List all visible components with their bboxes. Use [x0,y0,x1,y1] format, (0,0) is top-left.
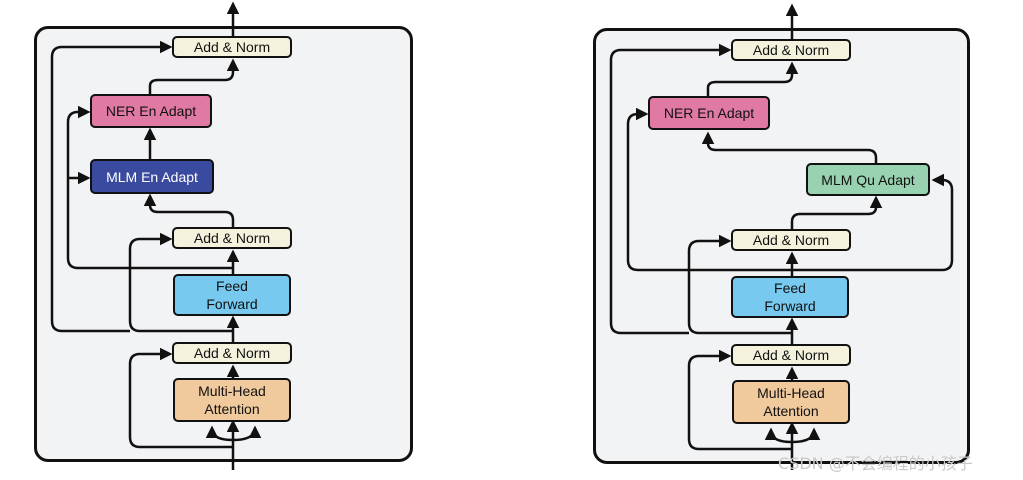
left-outer-residual [50,40,173,333]
right-ner-adapter-label: NER En Adapt [663,105,755,121]
right-norm-to-mlm [790,195,883,229]
left-multi-head-attention: Multi-Head Attention [173,378,291,422]
right-adapter-skip [792,173,954,272]
left-add-norm-bottom-label: Add & Norm [193,345,271,361]
left-norm-to-mlm [143,193,235,227]
right-ner-to-norm [706,61,799,96]
left-ner-to-norm [148,58,240,94]
left-adapter-skip [66,105,233,270]
right-feed-forward-label: Feed Forward [764,280,816,314]
right-feed-forward: Feed Forward [731,276,849,318]
right-residual-attention [687,349,792,451]
right-outer-residual [609,43,732,335]
right-adapter-skip-left [626,107,792,272]
left-add-norm-mid-label: Add & Norm [193,230,271,246]
left-input-branch-right [232,425,262,442]
right-add-norm-top-label: Add & Norm [752,42,830,58]
left-mlm-adapter-label: MLM En Adapt [106,168,198,185]
right-multi-head-attention: Multi-Head Attention [732,380,850,424]
watermark: CSDN @不会编程的小孩子 [778,454,973,473]
right-add-norm-top: Add & Norm [731,39,851,61]
left-residual-attention [128,347,233,449]
right-add-norm-bottom: Add & Norm [731,344,851,366]
left-add-norm-mid: Add & Norm [172,227,292,249]
left-ner-adapter: NER En Adapt [90,94,212,128]
right-add-norm-bottom-label: Add & Norm [752,347,830,363]
right-mlm-to-ner [701,131,878,163]
left-input-branch-left [205,425,234,442]
right-ner-adapter: NER En Adapt [648,96,770,130]
left-add-norm-top-label: Add & Norm [193,39,271,55]
right-input-branch-left [764,427,793,444]
left-feed-forward-label: Feed Forward [206,278,258,312]
right-residual-ff [687,234,792,335]
left-feed-forward: Feed Forward [173,274,291,316]
left-add-norm-bottom: Add & Norm [172,342,292,364]
left-mlm-adapter: MLM En Adapt [90,159,214,194]
right-mlm-adapter-label: MLM Qu Adapt [821,171,915,188]
left-ner-adapter-label: NER En Adapt [105,103,197,119]
right-add-norm-mid-label: Add & Norm [752,232,830,248]
right-input-branch-right [791,427,821,444]
right-mlm-adapter: MLM Qu Adapt [806,163,930,196]
right-add-norm-mid: Add & Norm [731,229,851,251]
right-attention-label: Multi-Head Attention [757,385,825,419]
left-add-norm-top: Add & Norm [172,36,292,58]
left-residual-ff [128,232,233,333]
left-attention-label: Multi-Head Attention [198,383,266,417]
